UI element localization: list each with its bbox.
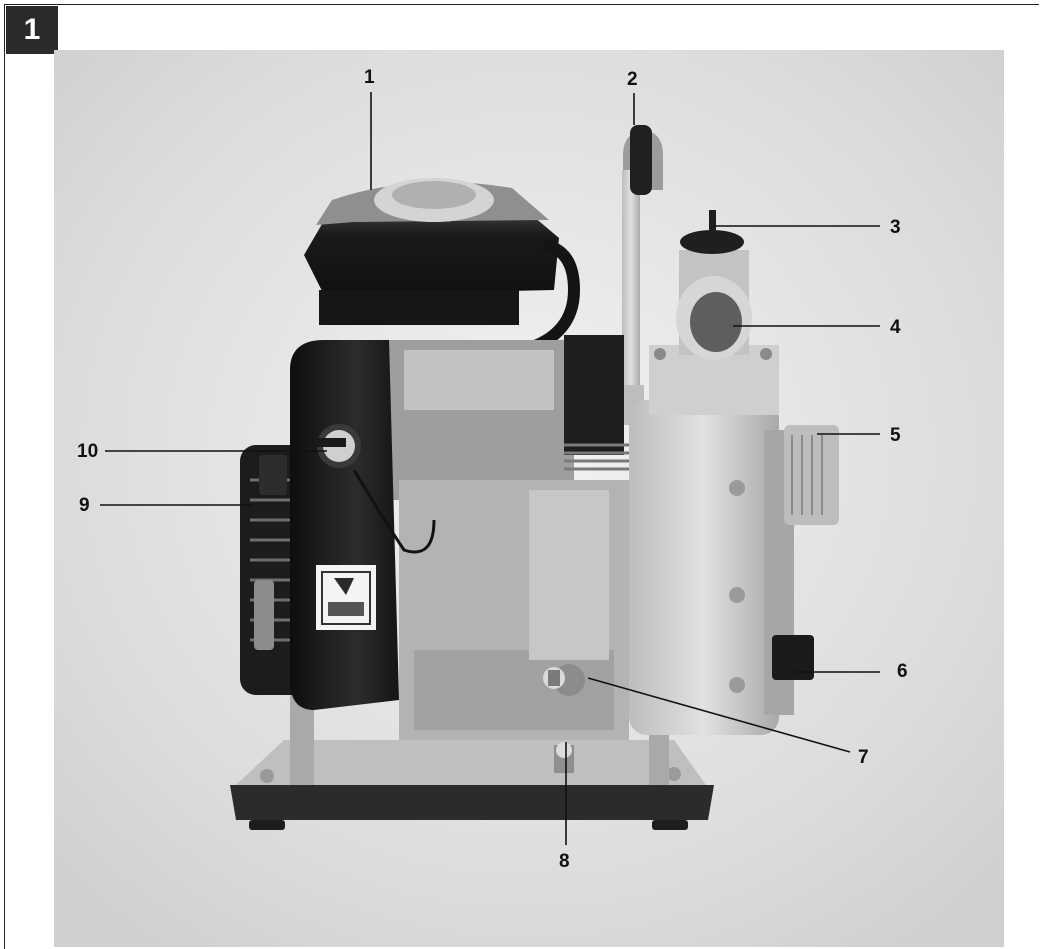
callout-6: 6 <box>897 661 908 682</box>
priming-outlet <box>676 210 752 360</box>
engine-cover <box>290 340 399 710</box>
callout-10: 10 <box>77 441 99 462</box>
engine-switch <box>316 424 361 468</box>
callout-8: 8 <box>559 851 570 872</box>
callout-5: 5 <box>890 425 901 446</box>
callout-1: 1 <box>364 67 375 88</box>
spark-wire <box>352 469 436 554</box>
pump-housing <box>629 345 839 735</box>
figure-frame <box>4 4 1039 949</box>
engine-block <box>384 335 634 773</box>
figure-number-badge: 1 <box>6 6 58 54</box>
drain-plug <box>543 667 565 689</box>
fuel-tank <box>304 178 559 325</box>
callout-2: 2 <box>627 69 638 90</box>
callout-7: 7 <box>858 747 869 768</box>
callout-3: 3 <box>890 217 901 238</box>
product-photo <box>54 50 1004 947</box>
callout-4: 4 <box>890 317 901 338</box>
callout-9: 9 <box>79 495 90 516</box>
